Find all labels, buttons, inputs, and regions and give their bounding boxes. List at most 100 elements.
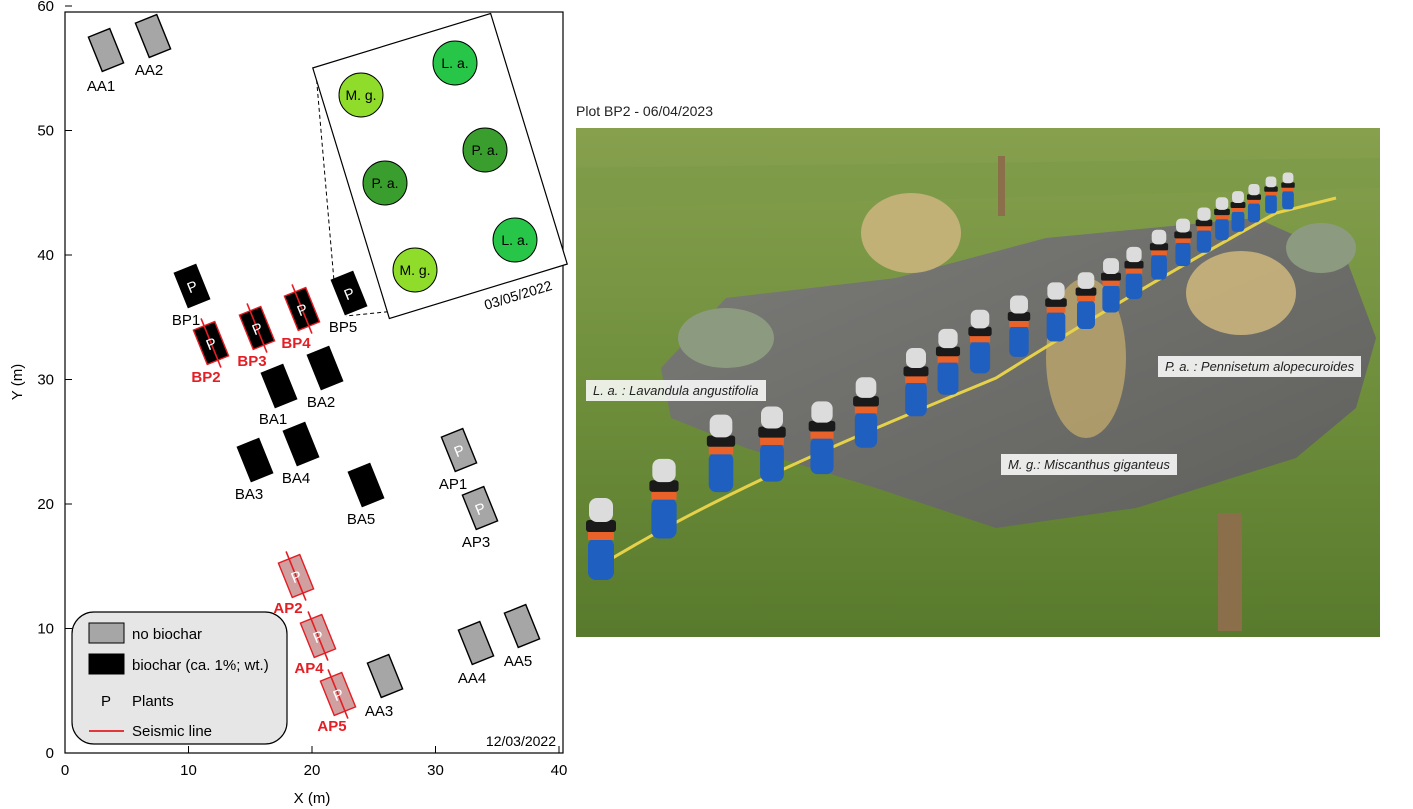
plot-rect — [173, 263, 211, 309]
geophone — [1246, 183, 1262, 223]
geophone — [1149, 229, 1169, 280]
plot-label: AA3 — [365, 703, 393, 720]
legend-label-seismic: Seismic line — [132, 723, 212, 740]
plot-rect — [134, 13, 172, 59]
geophone — [758, 406, 786, 482]
geophone — [1230, 191, 1246, 232]
plot-label: AA5 — [504, 653, 532, 670]
plot-ap4: P — [299, 611, 337, 661]
legend-label-biochar: biochar (ca. 1%; wt.) — [132, 657, 269, 674]
geophone — [706, 414, 736, 493]
plot-label: BA2 — [307, 394, 335, 411]
label-miscanthus: M. g.: Miscanthus giganteus — [1001, 454, 1177, 475]
plot-rect — [457, 620, 495, 666]
inset-plant-circle — [338, 72, 384, 118]
wooden-stake — [1218, 513, 1242, 631]
inset-plant-label: M. g. — [345, 87, 376, 103]
plot-label: BA3 — [235, 486, 263, 503]
y-tick-label: 10 — [37, 621, 54, 638]
plot-rect — [461, 485, 499, 531]
wooden-stake — [998, 156, 1005, 216]
lavender-clump — [1286, 223, 1356, 273]
plot-label: BP5 — [329, 319, 357, 336]
plot-label: AP1 — [439, 476, 467, 493]
plot-label: AA2 — [135, 62, 163, 79]
x-axis-label: X (m) — [294, 790, 331, 807]
plots-layer: AA1AA2PBP1PBP2PBP3PBP4PBP5BA1BA2BA3BA4BA… — [87, 13, 541, 735]
plot-rect — [236, 437, 274, 483]
geophone — [853, 377, 879, 448]
label-pennisetum: P. a. : Pennisetum alopecuroides — [1158, 356, 1362, 377]
x-tick-label: 20 — [304, 762, 321, 779]
geophone — [1101, 258, 1121, 313]
plot-aa4 — [457, 620, 495, 666]
x-tick-label: 40 — [551, 762, 568, 779]
geophone — [1075, 272, 1097, 329]
geophone — [1214, 197, 1230, 241]
seismic-line — [285, 551, 307, 601]
plot-ba5 — [347, 462, 385, 508]
field-photo: L. a. : Lavandula angustifolia P. a. : P… — [576, 128, 1380, 637]
plot-ap1: P — [440, 427, 478, 473]
plot-bp3: P — [238, 303, 276, 353]
photo-title: Plot BP2 - 06/04/2023 — [576, 103, 713, 119]
plot-rect — [306, 345, 344, 391]
y-tick-label: 40 — [37, 247, 54, 264]
legend-swatch-no-biochar — [88, 622, 125, 644]
geophone-line — [586, 172, 1295, 580]
plot-label: AP4 — [294, 660, 324, 677]
geophone — [808, 401, 836, 475]
seismic-line — [327, 669, 349, 719]
geophone — [649, 458, 679, 539]
seismic-line — [291, 284, 313, 334]
plot-label: BP3 — [237, 353, 266, 370]
geophone — [586, 498, 616, 580]
plot-rect — [503, 603, 541, 649]
map-date: 12/03/2022 — [486, 733, 556, 749]
inset-plant-label: P. a. — [372, 175, 399, 191]
geophone — [1124, 246, 1144, 300]
plot-ap3: P — [461, 485, 499, 531]
plot-label: AP2 — [273, 600, 302, 617]
y-axis-label: Y (m) — [9, 364, 26, 400]
plot-label: BP4 — [281, 335, 311, 352]
y-tick-label: 0 — [46, 745, 54, 762]
grass-clump — [861, 193, 961, 273]
y-tick-label: 60 — [37, 0, 54, 15]
plot-rect — [440, 427, 478, 473]
inset-plant-circle — [392, 247, 438, 293]
plot-label: AP5 — [317, 718, 346, 735]
legend-swatch-biochar — [88, 653, 125, 675]
grass-clump — [1046, 278, 1126, 438]
plot-ap2: P — [277, 551, 315, 601]
inset-plant-label: L. a. — [501, 232, 528, 248]
inset-plant-label: P. a. — [472, 142, 499, 158]
plot-label: BA4 — [282, 470, 310, 487]
legend-label-plants: Plants — [132, 693, 174, 710]
plot-label: BA1 — [259, 411, 287, 428]
plot-aa3 — [366, 653, 404, 699]
plot-aa1 — [87, 27, 125, 73]
plot-label: AA1 — [87, 78, 115, 95]
x-tick-label: 0 — [61, 762, 69, 779]
plot-rect — [366, 653, 404, 699]
y-tick-label: 20 — [37, 496, 54, 513]
geophone — [1195, 207, 1213, 253]
plot-aa5 — [503, 603, 541, 649]
plot-ba4 — [282, 421, 320, 467]
legend-label-no-biochar: no biochar — [132, 626, 202, 643]
inset-plant-circle — [432, 40, 478, 86]
label-lavandula: L. a. : Lavandula angustifolia — [586, 380, 766, 401]
plot-aa2 — [134, 13, 172, 59]
geophone — [1007, 295, 1031, 357]
geophone — [1174, 218, 1192, 267]
geophone — [1281, 172, 1295, 210]
plot-bp2: P — [192, 318, 230, 368]
seismic-line — [246, 303, 268, 353]
lavender-clump — [678, 308, 774, 368]
plot-ba2 — [306, 345, 344, 391]
inset-plant-circle — [362, 160, 408, 206]
plot-label: BA5 — [347, 511, 375, 528]
